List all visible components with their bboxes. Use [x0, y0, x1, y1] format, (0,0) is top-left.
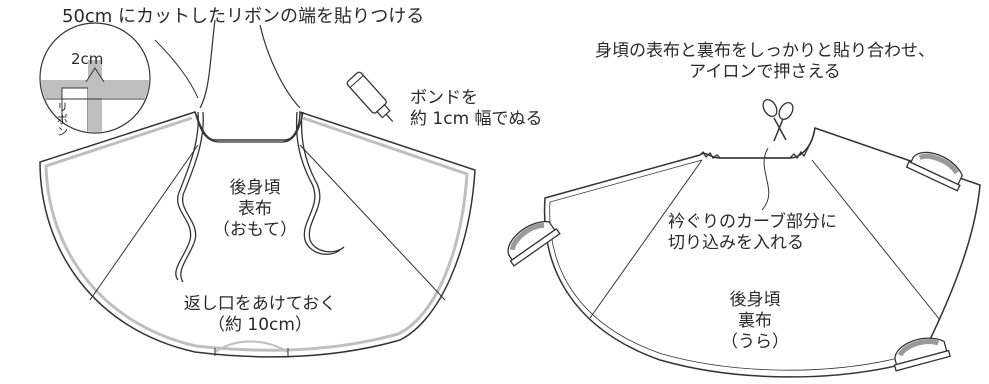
ribbon-left-inner: [180, 111, 204, 283]
top-instruction-right: 身頃の表布と裏布をしっかりと貼り合わせ、 アイロンで押さえる: [595, 41, 935, 82]
snipped-neckline: [699, 127, 816, 160]
piece-label-back: 後身頃 裏布 （うら）: [721, 290, 789, 352]
neck-opening-left: [194, 111, 304, 143]
top-instruction-left: 50cm にカットしたリボンの端を貼りつける: [62, 6, 425, 27]
inset-ribbon-label: リボン: [57, 101, 68, 138]
ribbon-edge: [44, 116, 469, 352]
ribbon-left: [175, 111, 199, 281]
piece-label-front: 後身頃 表布 （おもて）: [212, 178, 298, 240]
iron-icon: [905, 151, 963, 192]
seam-line: [89, 144, 199, 301]
iron-icon: [507, 221, 561, 267]
notch-leader-line: [761, 147, 770, 211]
seam-line: [811, 159, 941, 321]
cape-front-body: [39, 110, 476, 358]
seam-line: [589, 159, 703, 319]
ribbon-detail-inset: [39, 22, 151, 134]
notch-note: 衿ぐりのカーブ部分に 切り込みを入れる: [668, 212, 837, 253]
opening-note: 返し口をあけておく （約 10cm）: [183, 294, 337, 335]
iron-icon: [893, 337, 951, 372]
inset-measure-label: 2cm: [71, 50, 104, 68]
return-opening: [214, 340, 289, 353]
ribbon-right: [295, 111, 341, 255]
neck-outline-left: [199, 19, 216, 109]
lining-edge: [549, 159, 915, 371]
scissors-icon: [762, 98, 794, 142]
inset-leader-line: [154, 39, 199, 99]
seam-line: [299, 144, 446, 301]
neck-outline-right: [259, 24, 301, 109]
bond-note: ボンドを 約 1cm 幅でぬる: [410, 88, 543, 129]
ribbon-right-inner: [300, 111, 345, 253]
bond-tube-icon: [346, 71, 394, 123]
